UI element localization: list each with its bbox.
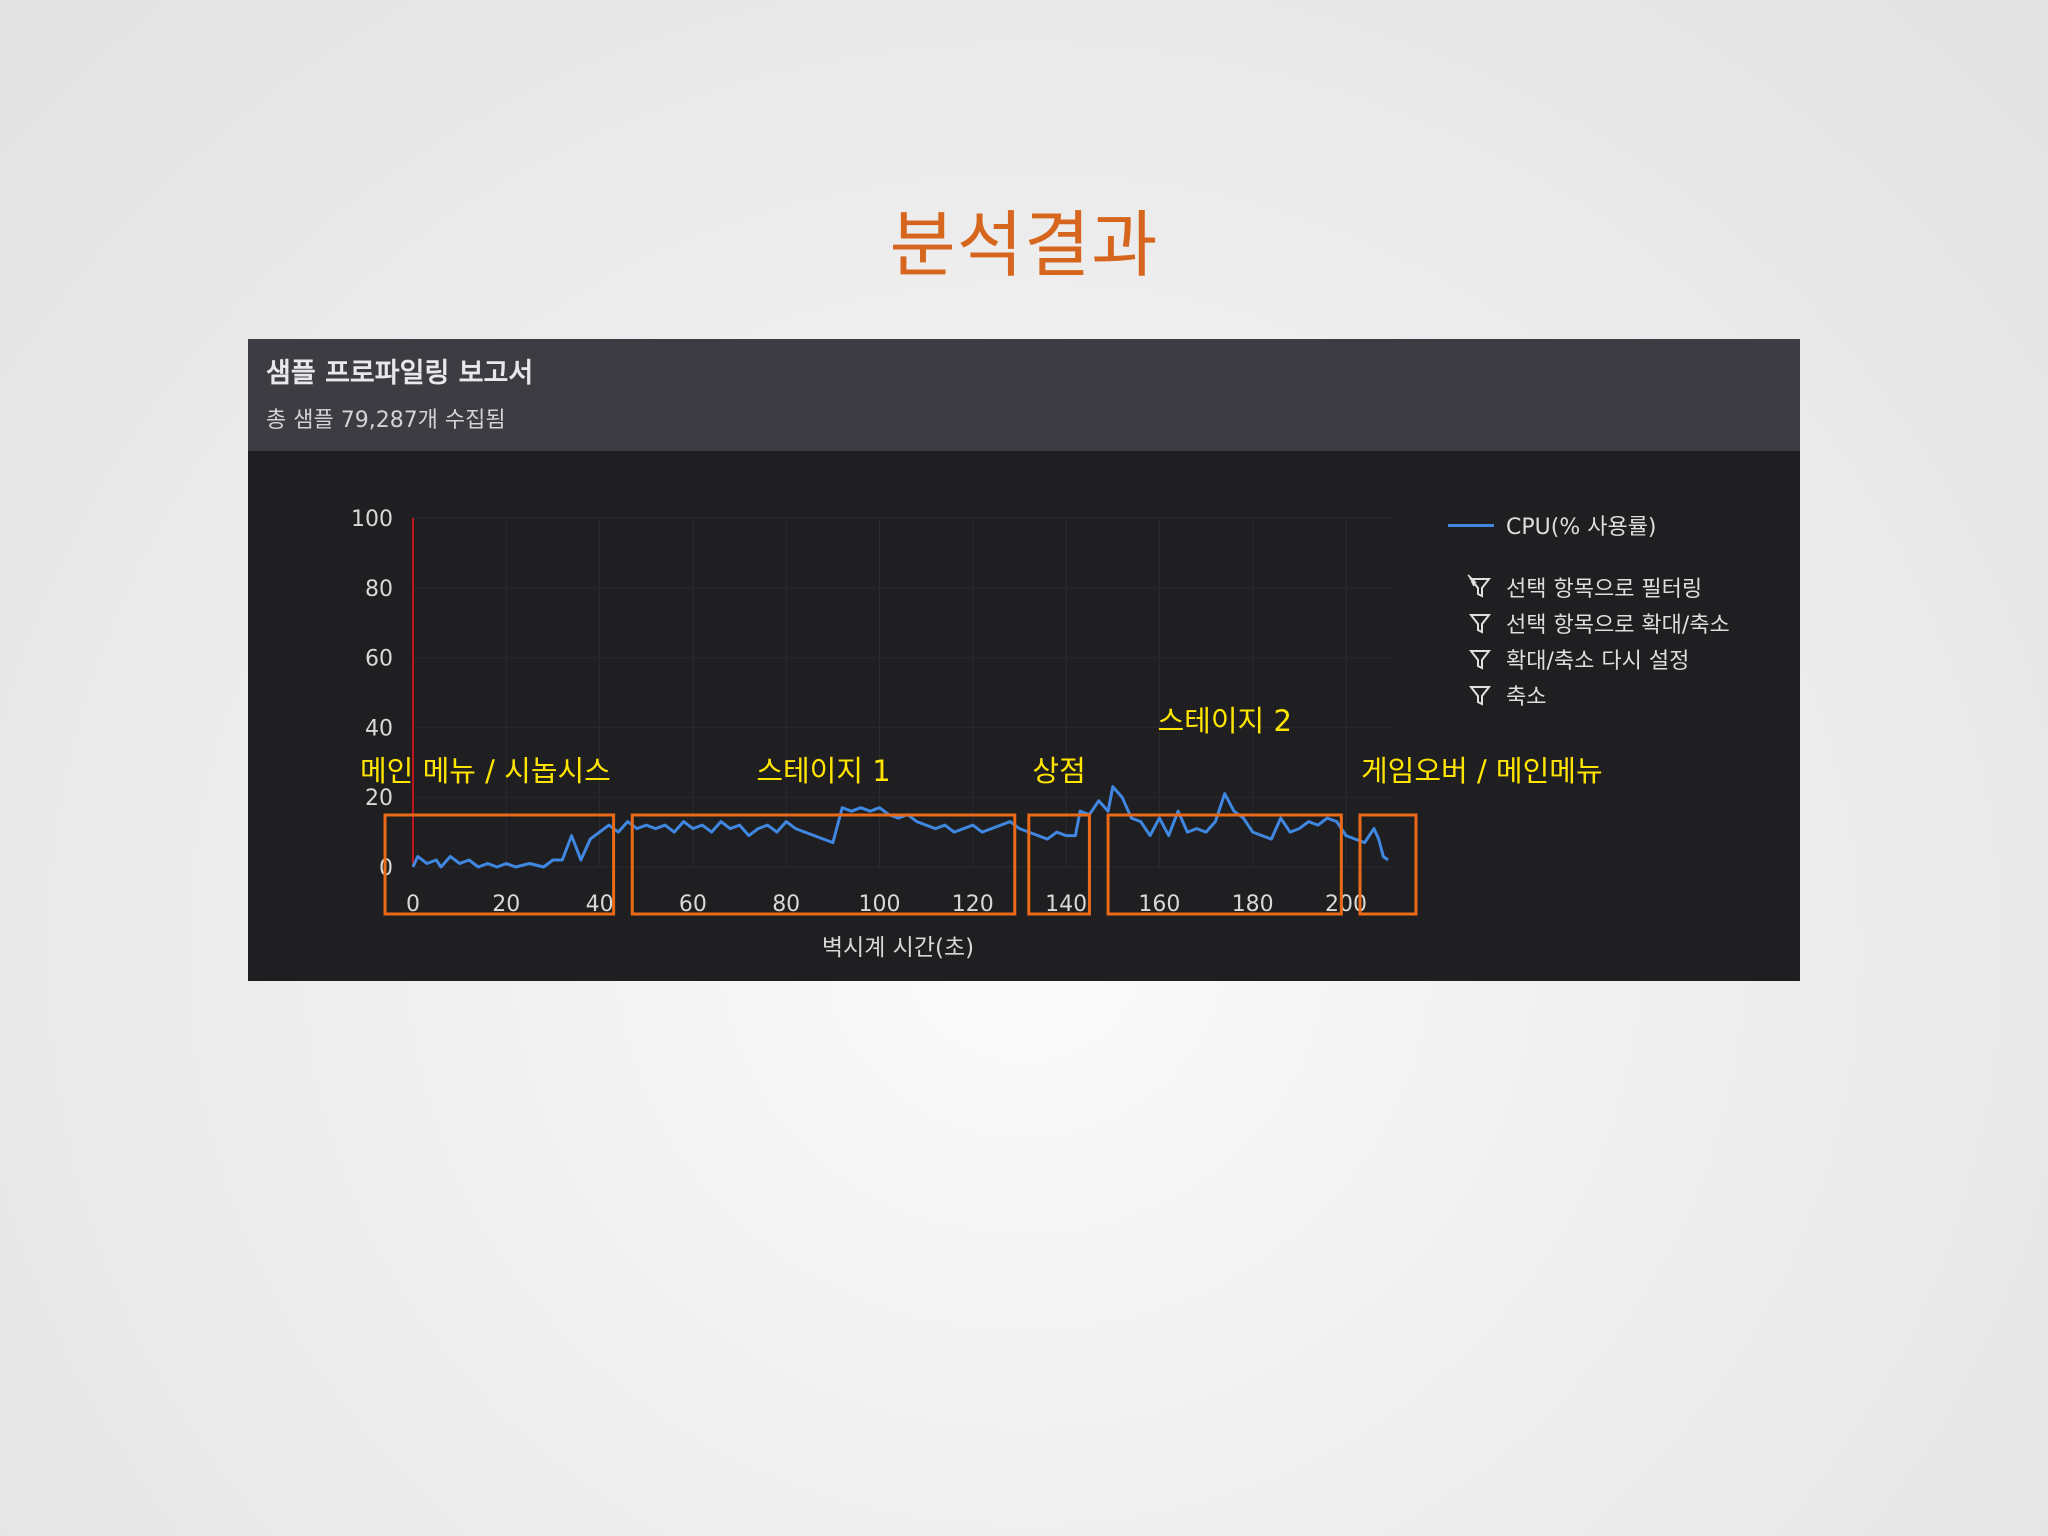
filter-icon [1468, 686, 1492, 706]
reset-zoom-label: 확대/축소 다시 설정 [1506, 649, 1690, 674]
filter-icon [1468, 650, 1492, 670]
slide-title: 분석결과 [889, 203, 1159, 287]
reset-zoom-button[interactable]: 확대/축소 다시 설정 [1448, 641, 1788, 677]
filter-selection-label: 선택 항목으로 필터링 [1506, 577, 1703, 602]
chart-legend: CPU(% 사용률) 선택 항목으로 필터링 선택 항목으로 확대/축소 [1448, 507, 1788, 713]
y-tick-label: 100 [351, 507, 393, 532]
annotation-label: 상점 [1032, 754, 1085, 788]
chart-actions: 선택 항목으로 필터링 선택 항목으로 확대/축소 확대/축소 다시 설정 축소 [1448, 569, 1788, 713]
report-subtitle: 총 샘플 79,287개 수집됨 [266, 408, 506, 433]
zoom-selection-button[interactable]: 선택 항목으로 확대/축소 [1448, 605, 1788, 641]
annotation-label: 스테이지 1 [756, 754, 890, 788]
x-tick-label: 0 [406, 892, 420, 917]
y-tick-label: 20 [365, 786, 393, 811]
filter-icon [1468, 614, 1492, 634]
filter-select-icon [1467, 574, 1492, 598]
annotation-label: 스테이지 2 [1158, 704, 1292, 738]
zoom-out-label: 축소 [1506, 685, 1547, 710]
y-tick-label: 80 [365, 577, 393, 602]
annotation-box [383, 813, 616, 916]
profiling-report-panel: 샘플 프로파일링 보고서 총 샘플 79,287개 수집됨 0 20 40 60 80 1… [248, 339, 1800, 981]
annotation-label: 게임오버 / 메인메뉴 [1361, 754, 1603, 788]
annotation-box [1027, 813, 1091, 916]
x-axis-label: 벽시계 시간(초) [822, 935, 974, 961]
y-tick-label: 40 [365, 716, 393, 741]
legend-series-label: CPU(% 사용률) [1506, 515, 1657, 540]
annotation-box [1358, 813, 1418, 916]
report-header: 샘플 프로파일링 보고서 총 샘플 79,287개 수집됨 [248, 339, 1800, 451]
y-tick-label: 60 [365, 647, 393, 672]
filter-selection-button[interactable]: 선택 항목으로 필터링 [1448, 569, 1788, 605]
legend-series-cpu[interactable]: CPU(% 사용률) [1448, 507, 1788, 543]
cpu-series-line[interactable] [411, 785, 1389, 869]
annotation-box [630, 813, 1017, 916]
legend-swatch [1448, 523, 1494, 527]
zoom-out-button[interactable]: 축소 [1448, 677, 1788, 713]
annotation-box [1106, 813, 1343, 916]
annotation-label: 메인 메뉴 / 시놉시스 [360, 754, 611, 788]
report-title: 샘플 프로파일링 보고서 [266, 358, 534, 389]
zoom-selection-label: 선택 항목으로 확대/축소 [1506, 613, 1730, 638]
